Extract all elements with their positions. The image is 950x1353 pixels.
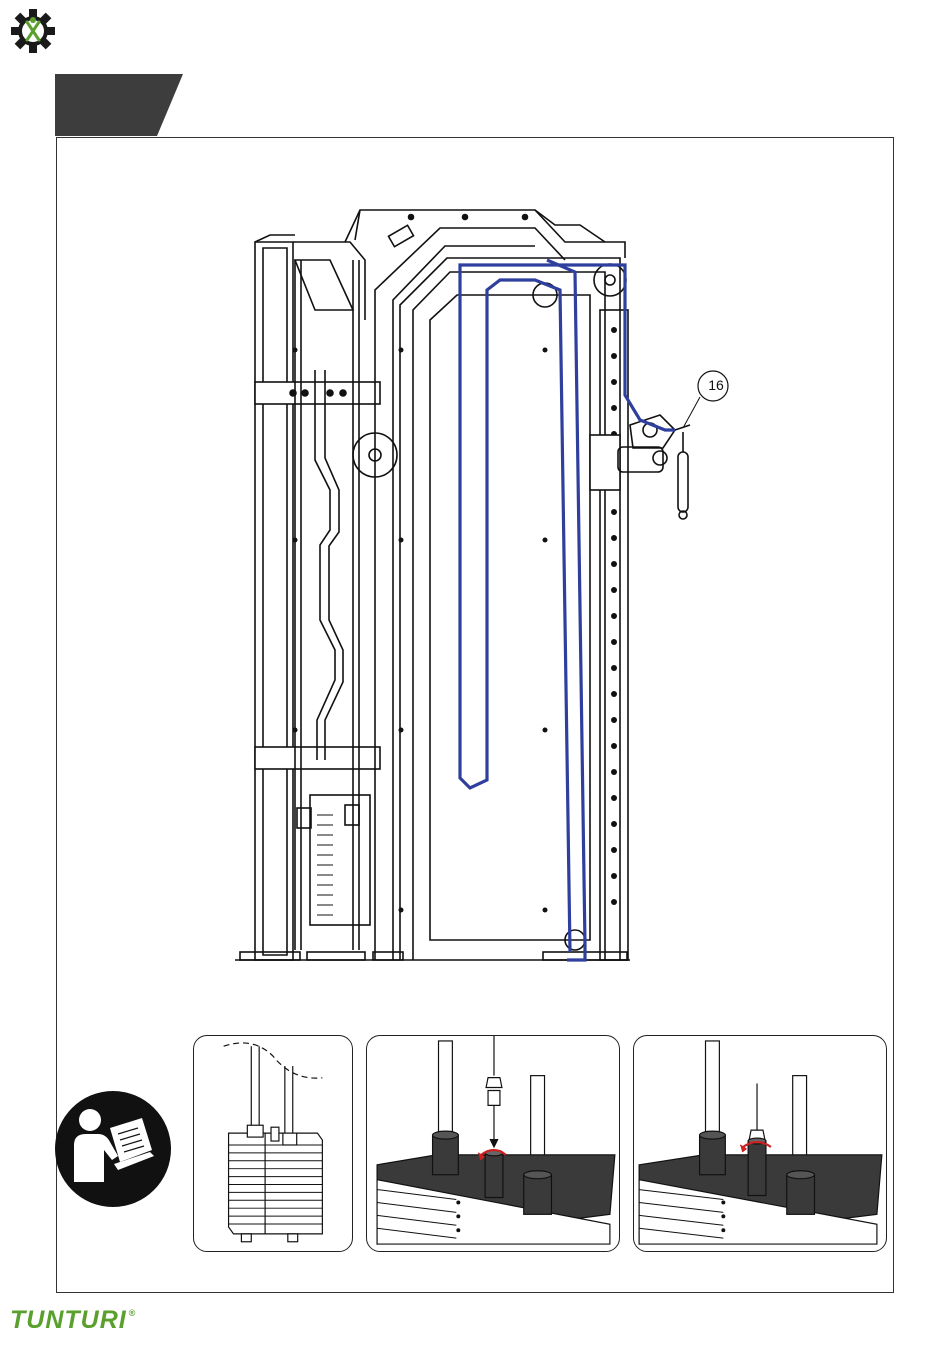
section-header-tab bbox=[55, 74, 183, 136]
tools-gear-icon bbox=[10, 8, 56, 54]
registered-mark: ® bbox=[129, 1308, 137, 1318]
tunturi-logo: TUNTURI® bbox=[10, 1306, 136, 1335]
brand-name: TUNTURI bbox=[10, 1306, 127, 1334]
cable-insert-detail-panel bbox=[366, 1035, 620, 1252]
read-manual-icon bbox=[54, 1090, 172, 1208]
part-callout-number: 16 bbox=[703, 377, 729, 393]
cable-tighten-detail-panel bbox=[633, 1035, 887, 1252]
cable-routing-diagram bbox=[235, 200, 755, 970]
weight-stack-detail-panel bbox=[193, 1035, 353, 1252]
